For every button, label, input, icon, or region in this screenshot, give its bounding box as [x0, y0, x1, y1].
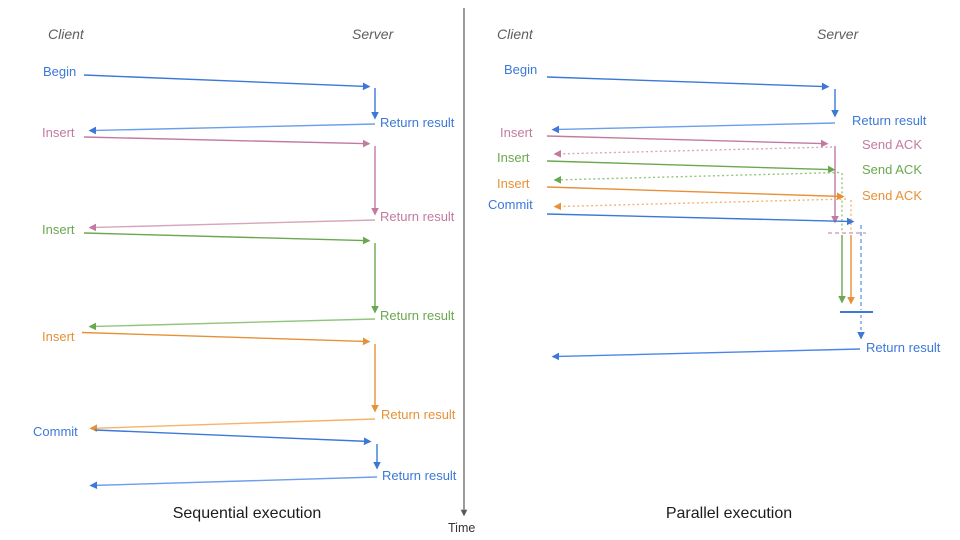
par-insert2-request-line [546, 160, 836, 174]
par-commit-label: Commit [488, 197, 533, 212]
seq-title: Sequential execution [172, 505, 322, 522]
par-insert3-ack-line [553, 198, 847, 211]
par-insert1-ack-label: Send ACK [862, 137, 922, 152]
seq-insert1-arrows [83, 136, 379, 232]
par-title: Parallel execution [665, 505, 793, 522]
par-insert1-label: Insert [500, 125, 533, 140]
time-axis-label: Time [448, 521, 476, 535]
par-begin-return-line [551, 122, 836, 134]
seq-commit-return-label: Return result [382, 468, 457, 483]
par-insert1-request-line [546, 135, 829, 148]
par-insert3-request-line [546, 186, 845, 201]
par-begin-label: Begin [504, 62, 538, 77]
seq-begin-label: Begin [43, 64, 77, 79]
par-begin-arrows [546, 76, 839, 134]
par-begin-return-label: Return result [852, 113, 927, 128]
par-commit-arrows [546, 213, 873, 361]
seq-insert1-request-line [83, 136, 371, 148]
seq-insert2-arrows [83, 232, 379, 331]
par-client-header: Client [497, 26, 533, 42]
seq-insert2-return-label: Return result [380, 308, 455, 323]
seq-insert2-return-line [88, 318, 376, 331]
seq-insert3-label: Insert [42, 329, 75, 344]
par-commit-return-label: Return result [866, 340, 941, 355]
seq-commit-return-line [89, 476, 378, 490]
seq-insert1-return-label: Return result [380, 209, 455, 224]
par-insert3-arrows [546, 186, 855, 305]
seq-insert3-arrows [81, 331, 379, 433]
par-insert3-ack-label: Send ACK [862, 188, 922, 203]
par-insert2-ack-label: Send ACK [862, 162, 922, 177]
seq-insert3-return-label: Return result [381, 407, 456, 422]
seq-begin-request-line [83, 74, 371, 91]
seq-insert3-request-line [81, 331, 371, 346]
par-begin-request-line [546, 76, 830, 91]
seq-begin-arrows [83, 74, 379, 135]
seq-insert1-return-line [88, 219, 376, 232]
par-insert1-arrows [546, 135, 839, 224]
seq-commit-request-line [94, 429, 372, 446]
par-insert2-arrows [546, 160, 846, 304]
seq-insert2-label: Insert [42, 222, 75, 237]
par-commit-return-line [551, 348, 861, 361]
par-insert2-label: Insert [497, 150, 530, 165]
par-insert1-ack-line [553, 146, 833, 158]
seq-begin-return-line [88, 123, 376, 135]
seq-server-header: Server [352, 26, 394, 42]
par-insert3-label: Insert [497, 176, 530, 191]
par-server-header: Server [817, 26, 859, 42]
seq-insert1-label: Insert [42, 125, 75, 140]
seq-begin-return-label: Return result [380, 115, 455, 130]
par-commit-request-line [546, 213, 855, 226]
seq-insert3-return-line [89, 418, 376, 433]
par-insert2-ack-line [553, 171, 840, 184]
seq-commit-arrows [89, 429, 381, 490]
seq-client-header: Client [48, 26, 84, 42]
seq-insert2-request-line [83, 232, 371, 245]
seq-commit-label: Commit [33, 424, 78, 439]
